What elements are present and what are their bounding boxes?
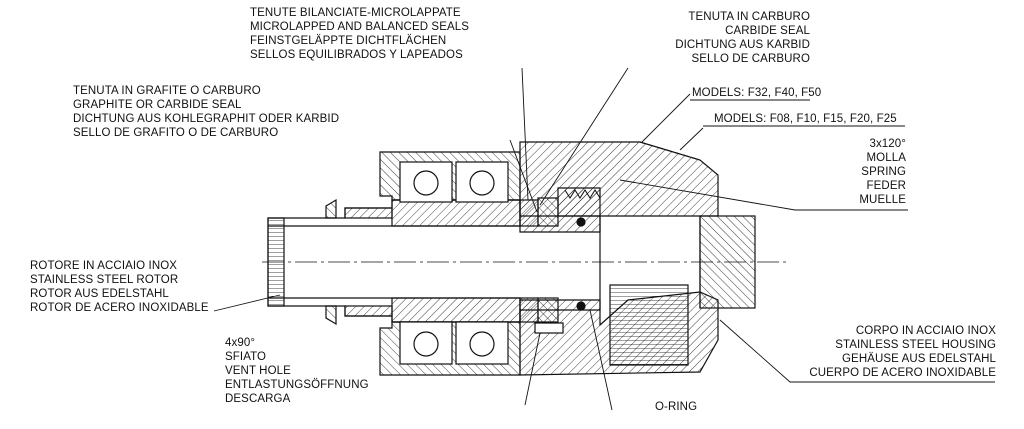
label-carbide-seal: TENUTA IN CARBURO CARBIDE SEAL DICHTUNG … xyxy=(675,11,810,65)
label-spring: 3x120° MOLLA SPRING FEDER MUELLE xyxy=(859,138,906,206)
label-o-ring: O-RING xyxy=(655,401,698,413)
o-ring xyxy=(576,301,586,311)
main-housing xyxy=(519,141,756,376)
label-rotor: ROTORE IN ACCIAIO INOX STAINLESS STEEL R… xyxy=(30,260,209,314)
vent-hole xyxy=(534,322,564,334)
label-models-large: MODELS: F32, F40, F50 xyxy=(692,87,822,99)
leader-lines xyxy=(213,67,995,411)
label-graphite-seal: TENUTA IN GRAFITE O CARBURO GRAPHITE OR … xyxy=(73,85,340,139)
label-vent-hole: 4x90° SFIATO VENT HOLE ENTLASTUNGSÖFFNUN… xyxy=(225,337,369,405)
label-microlapped-seals: TENUTE BILANCIATE-MICROLAPPATE MICROLAPP… xyxy=(250,7,470,61)
label-housing: CORPO IN ACCIAIO INOX STAINLESS STEEL HO… xyxy=(809,325,996,379)
spring xyxy=(564,189,601,199)
ball-bearings xyxy=(399,161,509,365)
label-models-small: MODELS: F08, F10, F15, F20, F25 xyxy=(714,113,897,125)
